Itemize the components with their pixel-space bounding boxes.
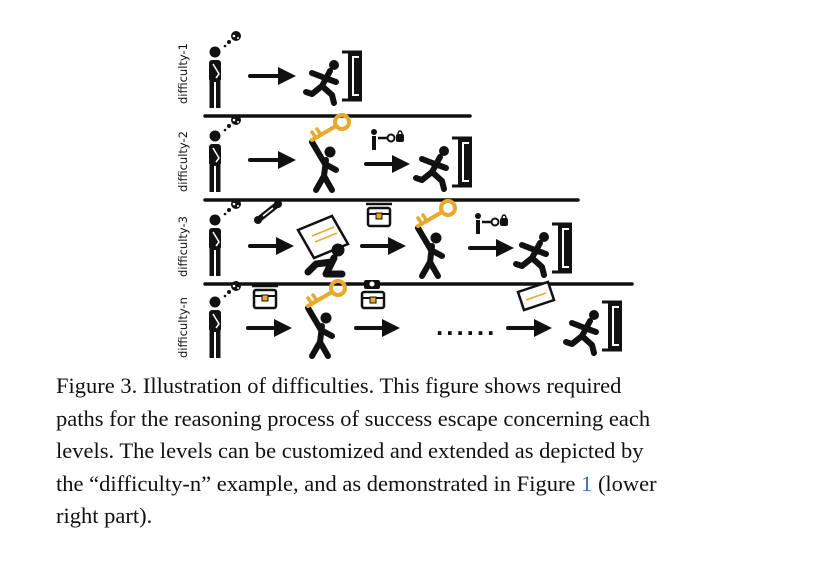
caption-line-2: paths for the reasoning process of succe… bbox=[56, 405, 651, 431]
runner-exit-icon bbox=[566, 302, 622, 353]
runner-exit-icon bbox=[516, 224, 572, 275]
level-label-3: difficulty-3 bbox=[176, 216, 190, 277]
key-grab-icon bbox=[308, 281, 345, 356]
ellipsis-text: ...... bbox=[436, 311, 497, 341]
level-2-path bbox=[208, 114, 472, 193]
caption-line-4-tail: (lower bbox=[592, 470, 657, 496]
person-thinking-icon bbox=[208, 198, 242, 277]
caption-line-4-text: the “difficulty-n” example, and as demon… bbox=[56, 470, 582, 496]
figure-reference-link[interactable]: 1 bbox=[581, 470, 593, 496]
sitting-reader-icon bbox=[298, 216, 348, 274]
level-1-path bbox=[208, 30, 362, 109]
chest-arrow-icon bbox=[246, 284, 294, 339]
caption-line-1: Figure 3. Illustration of difficulties. … bbox=[56, 373, 622, 398]
lock-arrow-icon bbox=[364, 127, 412, 175]
key-grab-icon bbox=[312, 115, 349, 190]
arrow-icon bbox=[248, 65, 298, 87]
camera-chest-arrow-icon bbox=[354, 278, 402, 339]
runner-exit-icon bbox=[416, 138, 472, 189]
person-thinking-icon bbox=[208, 280, 242, 359]
caption-line-3: levels. The levels can be customized and… bbox=[56, 438, 644, 463]
caption-line-4: the “difficulty-n” example, and as demon… bbox=[56, 468, 768, 501]
paper-arrow-icon bbox=[506, 280, 556, 339]
level-label-n: difficulty-n bbox=[176, 297, 190, 358]
level-label-1: difficulty-1 bbox=[176, 43, 190, 104]
lock-arrow-icon bbox=[468, 211, 516, 259]
person-thinking-icon bbox=[208, 30, 242, 109]
level-3-path bbox=[208, 198, 572, 277]
scroll-arrow-icon bbox=[250, 200, 294, 255]
runner-exit-icon bbox=[306, 52, 362, 103]
level-n-path: ...... bbox=[208, 278, 622, 359]
figure-caption: Figure 3. Illustration of difficulties. … bbox=[56, 370, 768, 533]
arrow-icon bbox=[248, 149, 298, 171]
key-grab-icon bbox=[418, 201, 455, 276]
caption-line-5: right part). bbox=[56, 503, 153, 528]
figure-illustration: difficulty-1 difficulty-2 difficulty-3 d… bbox=[176, 30, 634, 372]
chest-arrow-icon bbox=[360, 202, 408, 257]
person-thinking-icon bbox=[208, 114, 242, 193]
level-label-2: difficulty-2 bbox=[176, 131, 190, 192]
